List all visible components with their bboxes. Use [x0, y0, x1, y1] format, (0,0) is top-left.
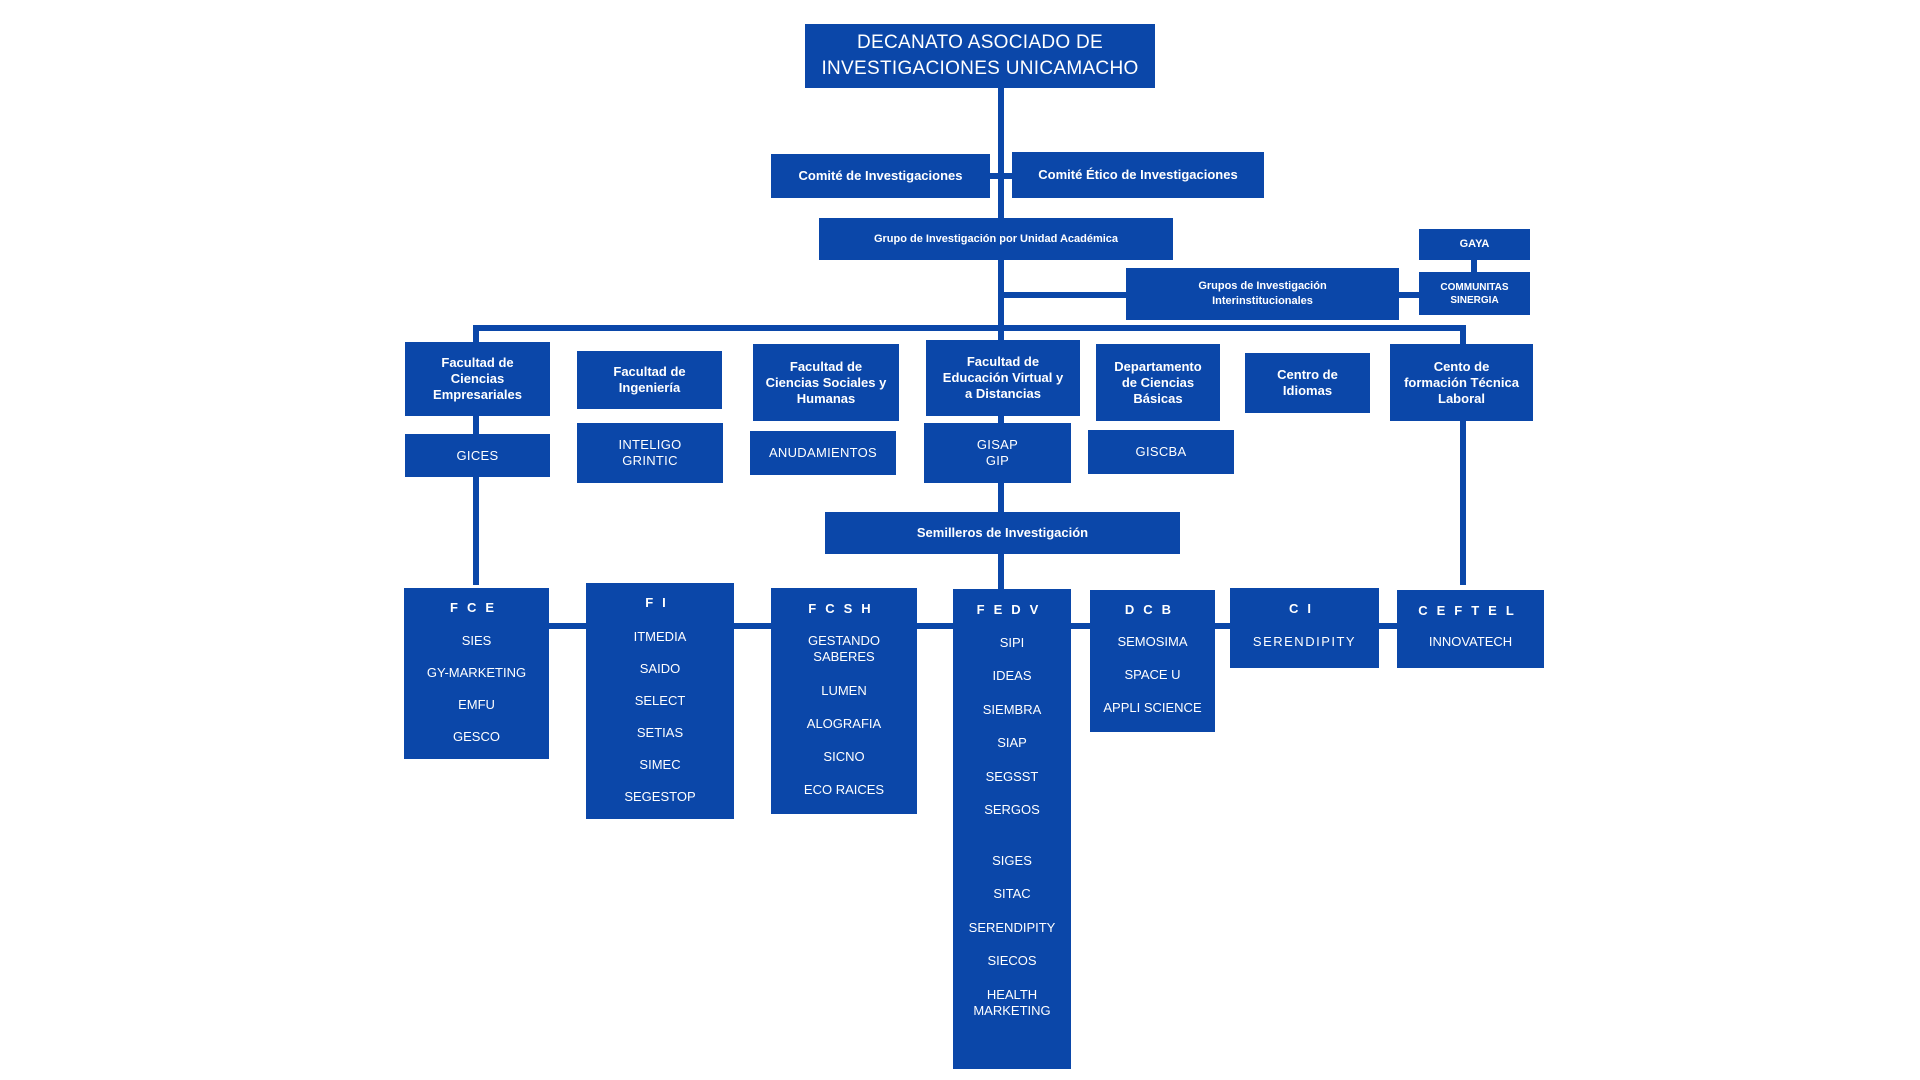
- research-groups-box: GICES: [405, 434, 550, 477]
- research-groups-label: GISCBA: [1135, 444, 1187, 459]
- seedbeds-label-box: Semilleros de Investigación: [825, 512, 1180, 554]
- gaya-box: GAYA: [1419, 229, 1530, 260]
- dean-office-title-line2: INVESTIGACIONES UNICAMACHO: [821, 58, 1139, 79]
- research-groups-box: ANUDAMIENTOS: [750, 431, 896, 475]
- seedbed-item: SIPI: [999, 635, 1025, 650]
- ethics-committee-box: Comité Ético de Investigaciones: [1012, 152, 1264, 198]
- seedbed-item: SEGESTOP: [624, 789, 696, 804]
- connector-committees: [990, 173, 1012, 179]
- research-groups-label: ANUDAMIENTOS: [768, 445, 878, 460]
- seedbed-item: SITAC: [993, 886, 1031, 901]
- research-committee-box: Comité de Investigaciones: [771, 154, 990, 198]
- research-committee-label: Comité de Investigaciones: [798, 168, 963, 183]
- seedbed-header: FI: [645, 595, 675, 610]
- connector-faculties-horizontal: [473, 325, 1463, 331]
- seedbed-item: SIES: [461, 633, 492, 648]
- ethics-committee-label: Comité Ético de Investigaciones: [1038, 167, 1238, 182]
- seedbed-item: EMFU: [458, 697, 495, 712]
- research-groups-box: GISCBA: [1088, 430, 1234, 474]
- seedbed-item: SERENDIPITY: [968, 920, 1056, 935]
- seedbed-item: SICNO: [823, 749, 865, 764]
- seedbed-box-fedv: FEDV SIPI IDEAS SIEMBRA SIAP SEGSST SERG…: [953, 589, 1071, 1069]
- seedbed-item: SETIAS: [636, 725, 684, 740]
- connector-fce-vertical: [473, 410, 479, 585]
- faculty-name: Facultad de Ingeniería: [613, 364, 686, 395]
- research-groups-label: INTELIGO GRINTIC: [618, 437, 682, 468]
- seedbed-header: DCB: [1124, 602, 1181, 617]
- connector-fce-drop: [473, 325, 479, 346]
- seedbed-item: HEALTH MARKETING: [973, 987, 1051, 1018]
- seedbed-item: IDEAS: [992, 668, 1032, 683]
- seedbed-item: SAIDO: [639, 661, 681, 676]
- seedbed-header: CI: [1289, 601, 1320, 616]
- dean-office-box: DECANATO ASOCIADO DE INVESTIGACIONES UNI…: [805, 24, 1155, 88]
- seedbed-item: LUMEN: [821, 683, 867, 698]
- seedbed-box-ci: CI SERENDIPITY: [1230, 588, 1379, 668]
- seedbeds-label: Semilleros de Investigación: [916, 525, 1089, 540]
- seedbed-item: GESTANDO SABERES: [808, 633, 880, 664]
- faculty-name: Centro de Idiomas: [1277, 367, 1338, 398]
- seedbed-item: ECO RAICES: [803, 782, 885, 797]
- seedbed-item: ALOGRAFIA: [806, 716, 882, 731]
- seedbed-item: SELECT: [634, 693, 686, 708]
- faculty-box: Facultad de Ciencias Sociales y Humanas: [753, 344, 899, 421]
- seedbed-item: SIEMBRA: [982, 702, 1042, 717]
- seedbed-item: APPLI SCIENCE: [1103, 700, 1202, 715]
- faculty-box: Facultad de Educación Virtual y a Distan…: [926, 340, 1080, 416]
- seedbed-item: GY-MARKETING: [426, 665, 527, 680]
- faculty-box: Departamento de Ciencias Básicas: [1096, 344, 1220, 421]
- faculty-name: Cento de formación Técnica Laboral: [1404, 358, 1519, 406]
- connector-main-trunk: [998, 88, 1004, 590]
- faculty-box: Centro de Idiomas: [1245, 353, 1370, 413]
- seedbed-item: SEGSST: [985, 769, 1039, 784]
- seedbed-item: SERGOS: [984, 802, 1040, 817]
- connector-gaya-communitas: [1471, 260, 1477, 272]
- faculty-box: Facultad de Ingeniería: [577, 351, 722, 409]
- research-groups-box: GISAP GIP: [924, 423, 1071, 483]
- interinstitutional-label-line1: Grupos de Investigación: [1198, 280, 1327, 292]
- seedbed-item: SIGES: [992, 853, 1032, 868]
- seedbed-item: ITMEDIA: [633, 629, 687, 644]
- dean-office-title-line1: DECANATO ASOCIADO DE: [856, 32, 1103, 53]
- faculty-box: Facultad de Ciencias Empresariales: [405, 342, 550, 416]
- research-groups-label: GICES: [456, 447, 499, 463]
- group-by-unit-box: Grupo de Investigación por Unidad Académ…: [819, 218, 1173, 260]
- seedbed-box-dcb: DCB SEMOSIMA SPACE U APPLI SCIENCE: [1090, 590, 1215, 732]
- seedbed-header: CEFTEL: [1418, 603, 1523, 618]
- seedbed-item: SERENDIPITY: [1252, 634, 1357, 649]
- connector-interinstitutional: [1001, 292, 1126, 298]
- seedbed-box-fcsh: FCSH GESTANDO SABERES LUMEN ALOGRAFIA SI…: [771, 588, 917, 814]
- faculty-name: Facultad de Ciencias Empresariales: [433, 355, 522, 402]
- seedbed-item: SIECOS: [987, 953, 1037, 968]
- faculty-name: Facultad de Educación Virtual y a Distan…: [942, 354, 1064, 401]
- seedbed-header: FEDV: [976, 602, 1048, 617]
- seedbed-item: GESCO: [453, 729, 500, 744]
- seedbed-box-fce: FCE SIES GY-MARKETING EMFU GESCO: [404, 588, 549, 759]
- group-by-unit-label: Grupo de Investigación por Unidad Académ…: [873, 232, 1119, 245]
- research-groups-label: GISAP GIP: [976, 437, 1019, 468]
- seedbed-header: FCE: [450, 600, 503, 615]
- connector-communitas: [1399, 292, 1423, 298]
- faculty-name: Facultad de Ciencias Sociales y Humanas: [765, 358, 887, 406]
- seedbed-box-fi: FI ITMEDIA SAIDO SELECT SETIAS SIMEC SEG…: [586, 583, 734, 819]
- seedbed-item: INNOVATECH: [1428, 634, 1513, 649]
- research-groups-box: INTELIGO GRINTIC: [577, 423, 723, 483]
- interinstitutional-box: Grupos de Investigación Interinstitucion…: [1126, 268, 1399, 320]
- seedbed-box-ceftel: CEFTEL INNOVATECH: [1397, 590, 1544, 668]
- interinstitutional-label-line2: Interinstitucionales: [1212, 295, 1313, 307]
- seedbed-item: SPACE U: [1124, 667, 1181, 682]
- seedbed-item: SIAP: [997, 735, 1027, 750]
- gaya-label: GAYA: [1459, 238, 1490, 250]
- connector-ceftel-vertical: [1460, 325, 1466, 585]
- faculty-box: Cento de formación Técnica Laboral: [1390, 344, 1533, 421]
- faculty-name: Departamento de Ciencias Básicas: [1114, 358, 1202, 406]
- seedbed-item: SEMOSIMA: [1117, 634, 1188, 649]
- seedbed-header: FCSH: [808, 601, 880, 616]
- seedbed-item: SIMEC: [639, 757, 681, 772]
- communitas-box: COMMUNITAS SINERGIA: [1419, 272, 1530, 315]
- communitas-label-line2: SINERGIA: [1450, 294, 1499, 306]
- communitas-label-line1: COMMUNITAS: [1440, 281, 1509, 293]
